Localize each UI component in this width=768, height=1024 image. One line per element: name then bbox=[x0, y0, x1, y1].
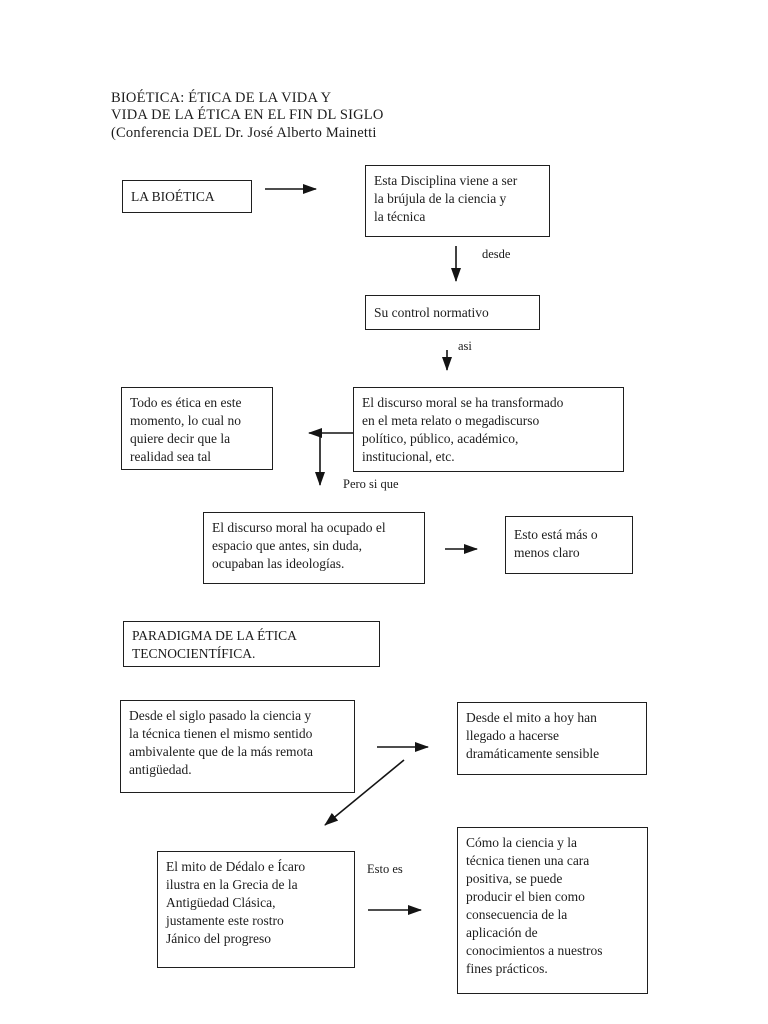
box-discurso-transformado: El discurso moral se ha transformado en … bbox=[353, 387, 624, 472]
page-title: BIOÉTICA: ÉTICA DE LA VIDA Y VIDA DE LA … bbox=[111, 90, 384, 141]
label-asi: asi bbox=[458, 339, 472, 353]
box-discurso-ocupado: El discurso moral ha ocupado el espacio … bbox=[203, 512, 425, 584]
box-todo-es-etica: Todo es ética en este momento, lo cual n… bbox=[121, 387, 273, 470]
box-disciplina-brujula: Esta Disciplina viene a ser la brújula d… bbox=[365, 165, 550, 237]
box-siglo-pasado: Desde el siglo pasado la ciencia y la té… bbox=[120, 700, 355, 793]
box-mito-a-hoy: Desde el mito a hoy han llegado a hacers… bbox=[457, 702, 647, 775]
box-la-bioetica: LA BIOÉTICA bbox=[122, 180, 252, 213]
box-ciencia-cara-positiva: Cómo la ciencia y la técnica tienen una … bbox=[457, 827, 648, 994]
label-pero-si-que: Pero si que bbox=[343, 477, 399, 491]
label-esto-es: Esto es bbox=[367, 862, 403, 876]
box-mito-dedalo: El mito de Dédalo e Ícaro ilustra en la … bbox=[157, 851, 355, 968]
label-desde: desde bbox=[482, 247, 511, 261]
box-control-normativo: Su control normativo bbox=[365, 295, 540, 330]
box-esto-claro: Esto está más o menos claro bbox=[505, 516, 633, 574]
box-paradigma: PARADIGMA DE LA ÉTICA TECNOCIENTÍFICA. bbox=[123, 621, 380, 667]
